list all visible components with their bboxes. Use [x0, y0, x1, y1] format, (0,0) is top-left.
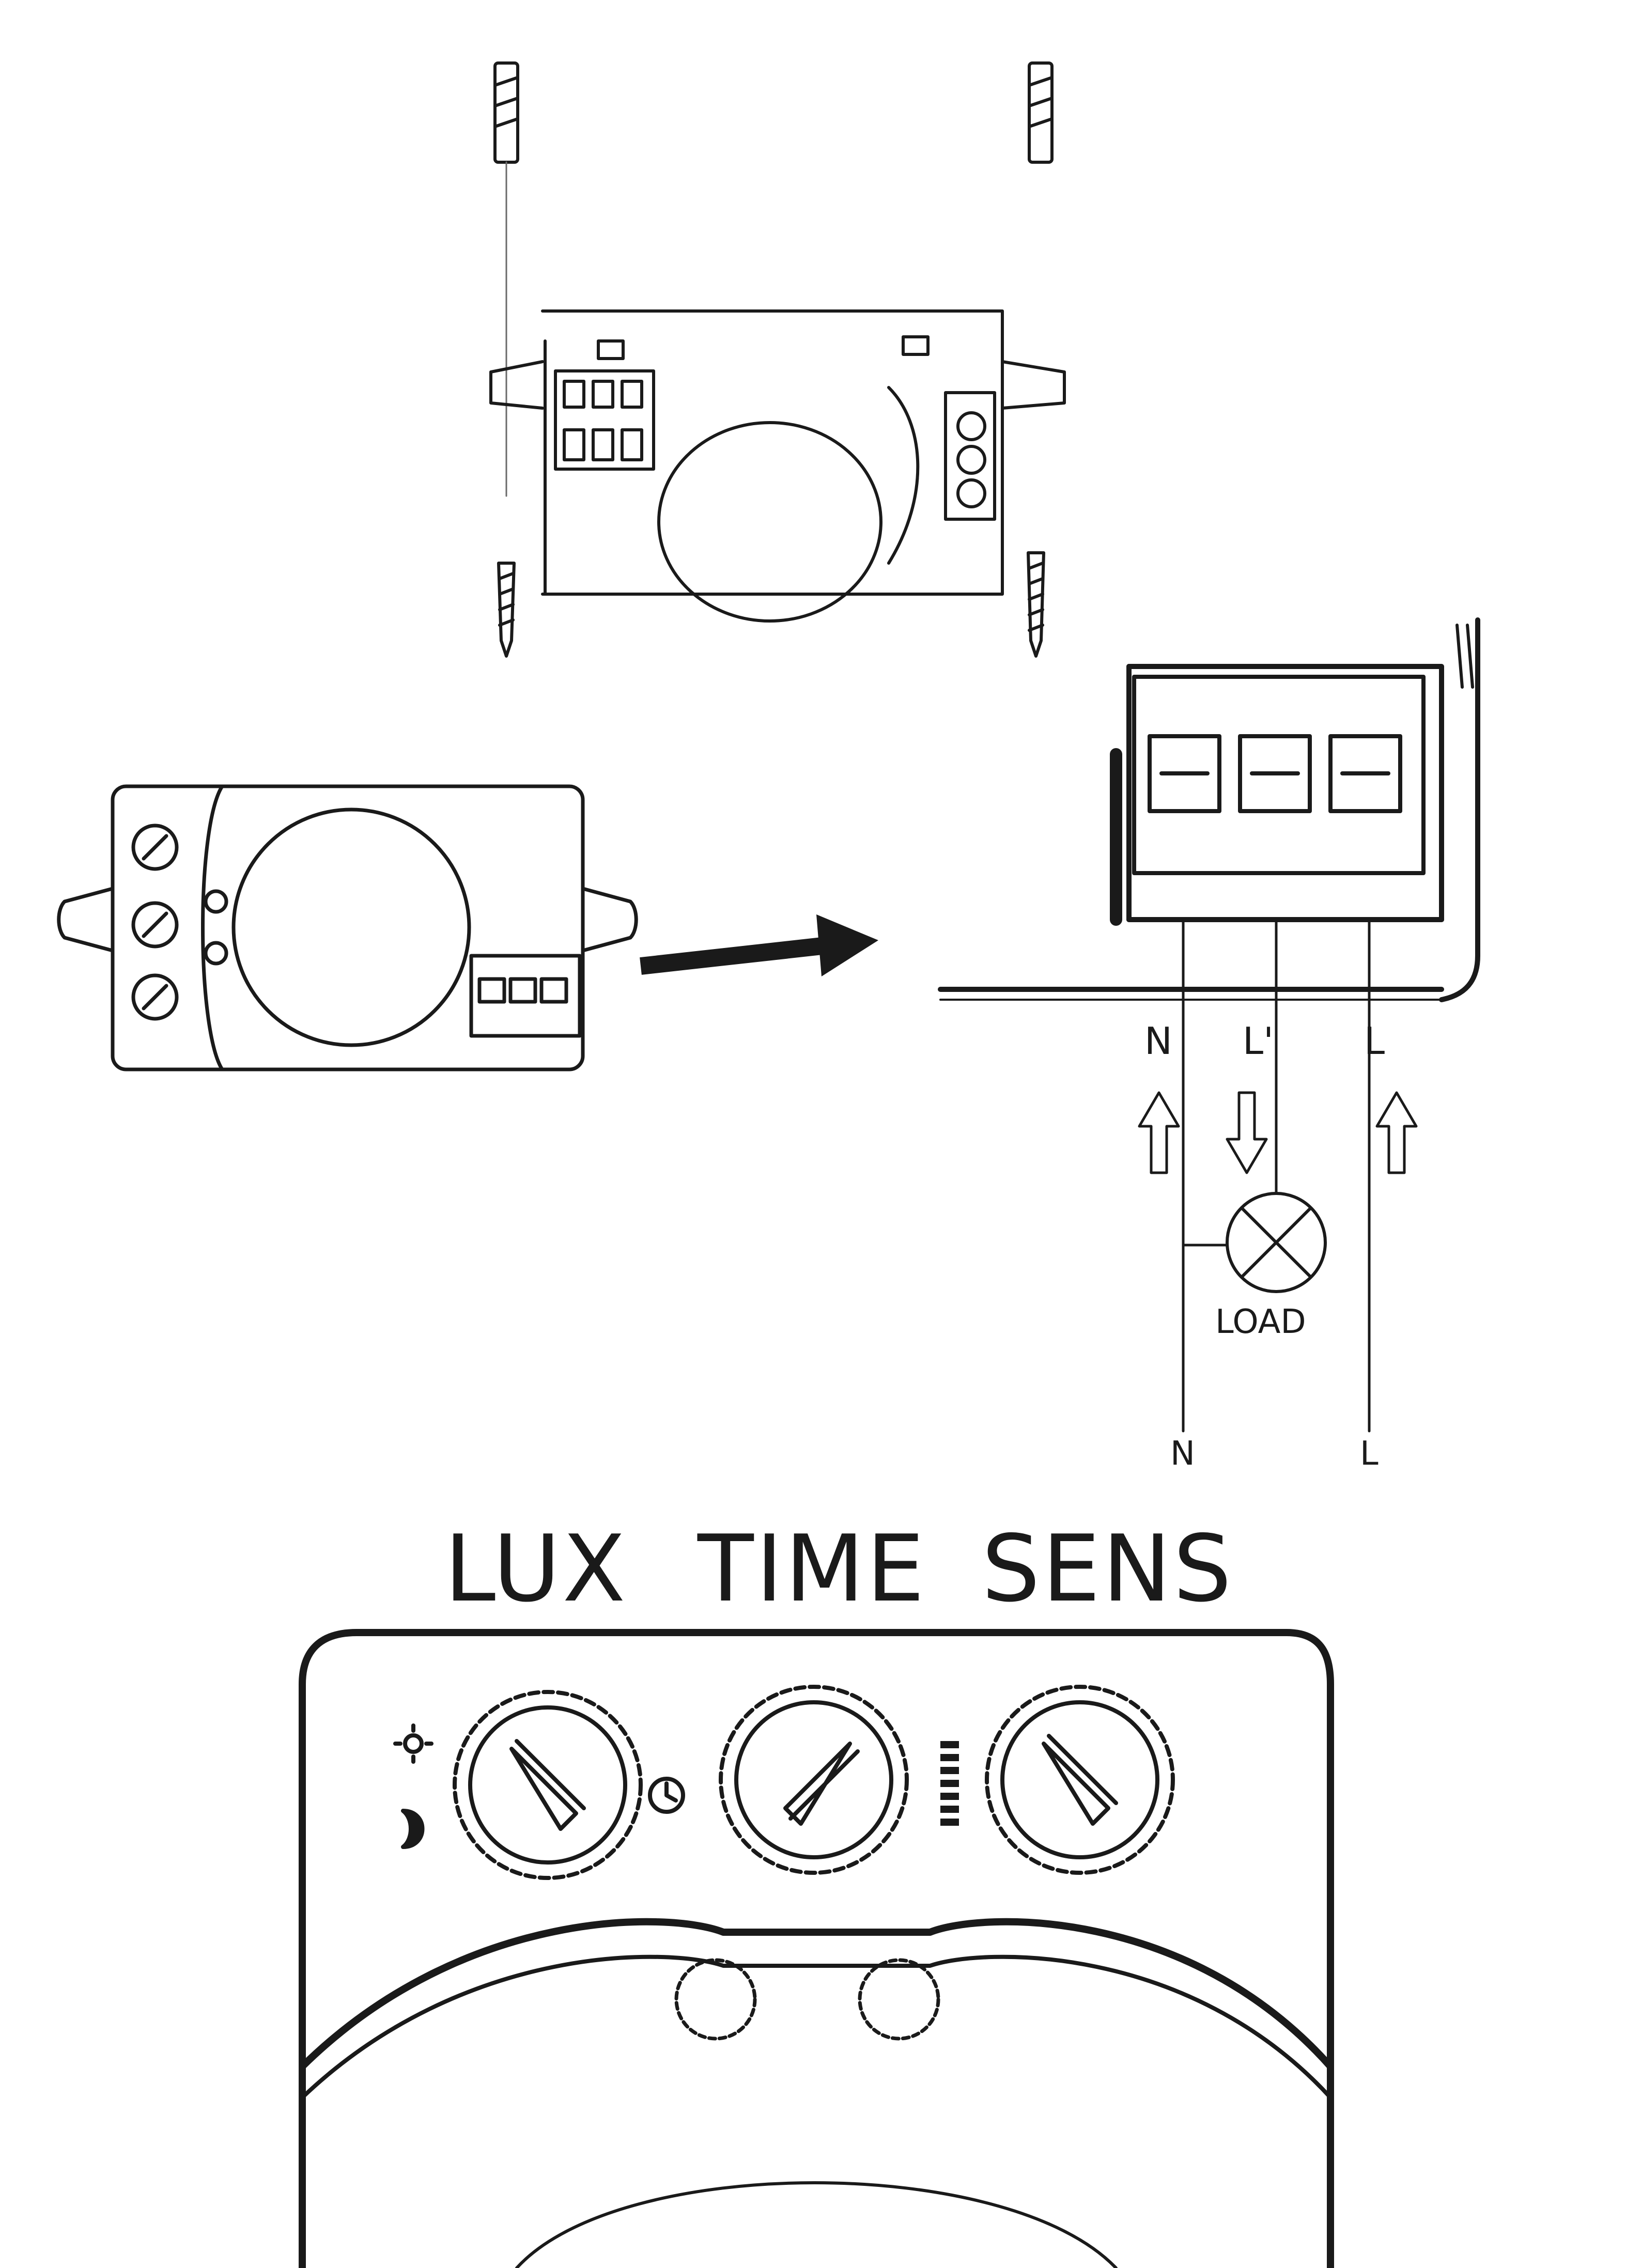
sens-dial[interactable] — [985, 1685, 1175, 1875]
arrow-down-lp-icon — [1226, 1091, 1268, 1174]
arrow-up-l-icon — [1375, 1091, 1418, 1174]
wiring — [1182, 918, 1371, 1433]
supply-label-n: N — [1170, 1435, 1195, 1473]
terminal-label-lp: L' — [1243, 1019, 1274, 1063]
time-dial[interactable] — [719, 1685, 909, 1875]
sensor-module — [57, 784, 638, 1071]
indicator-led-right — [858, 1958, 940, 2041]
moon-sun-icon — [393, 1723, 433, 1849]
terminal-label-n: N — [1144, 1019, 1172, 1063]
terminal-screw-l — [1328, 734, 1402, 813]
screw-left — [497, 562, 516, 658]
terminal-label-l: L — [1364, 1019, 1385, 1063]
dial-label-time: TIME — [697, 1515, 926, 1622]
terminal-block-detail: N L' L LOAD N L — [938, 617, 1480, 1473]
load-label: LOAD — [1215, 1303, 1306, 1341]
adjustment-panel: LUX TIME SENS — [299, 1515, 1334, 2268]
clock-icon — [648, 1777, 685, 1814]
sensitivity-bars-icon — [940, 1741, 959, 1826]
terminal-screw-n — [1148, 734, 1221, 813]
terminal-screw-lp — [1238, 734, 1312, 813]
wall-plug-right — [1028, 61, 1054, 164]
dial-label-sens: SENS — [982, 1515, 1234, 1622]
dial-label-lux: LUX — [444, 1515, 628, 1622]
screw-right — [1027, 551, 1045, 658]
wall-plug-left — [493, 61, 519, 497]
load-lamp-icon — [1226, 1192, 1327, 1293]
supply-label-l: L — [1360, 1435, 1379, 1473]
mounting-exploded-view — [489, 61, 1066, 658]
pointing-arrow — [640, 914, 878, 976]
lux-dial[interactable] — [453, 1690, 643, 1880]
indicator-led-left — [674, 1958, 757, 2041]
arrow-up-n-icon — [1138, 1091, 1180, 1174]
mounting-base — [489, 309, 1066, 623]
